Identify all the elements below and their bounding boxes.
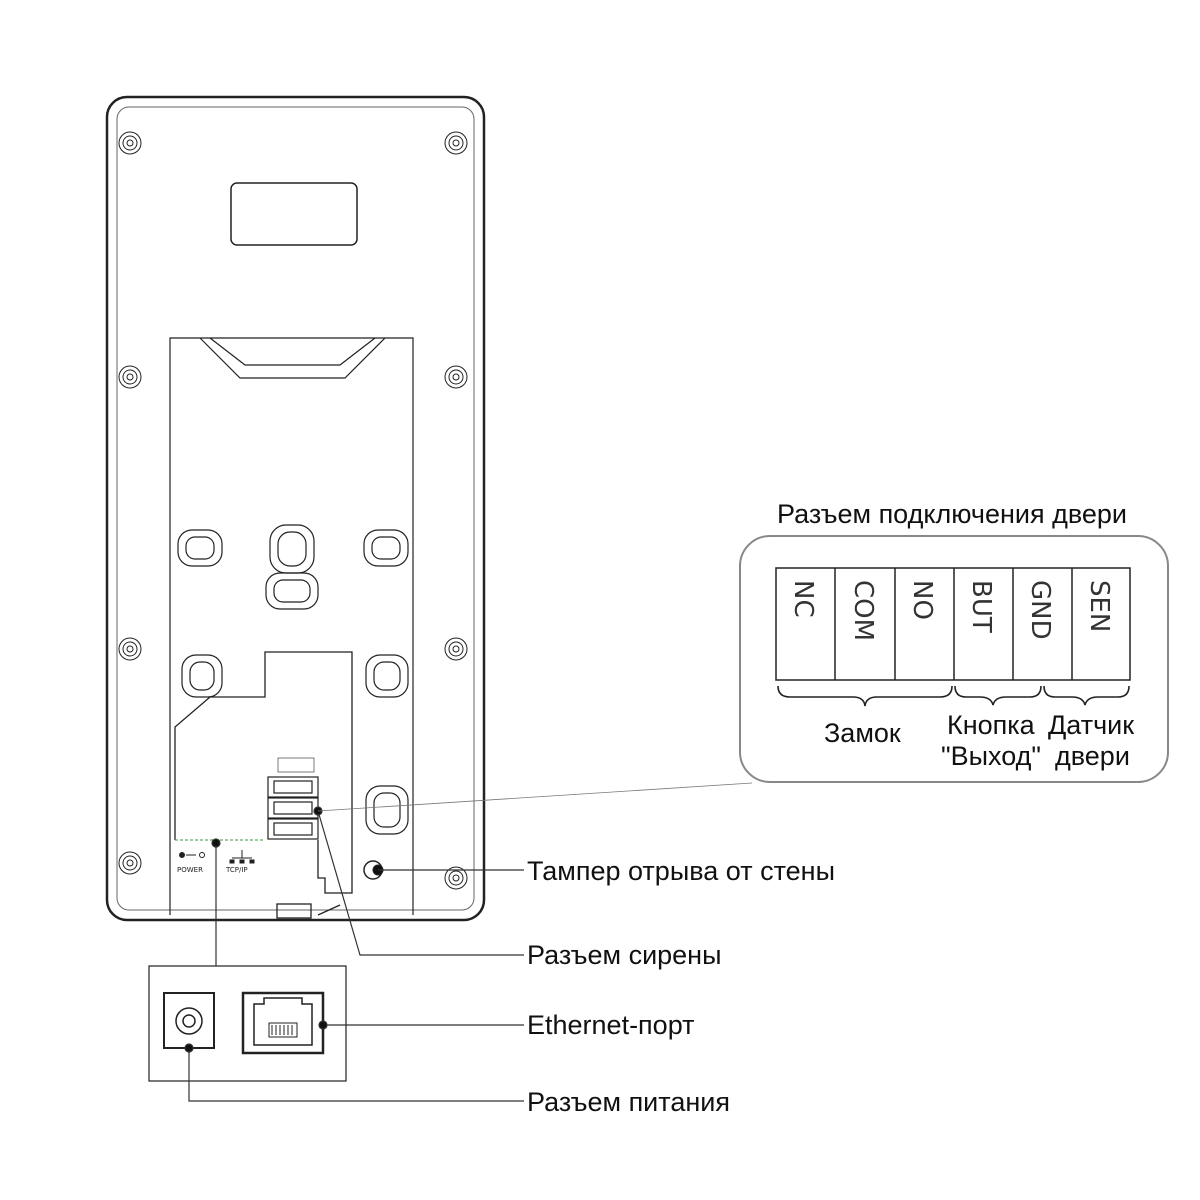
group-braces [777,685,1130,707]
door-sensor-label-line1: Датчик [1048,710,1134,740]
exit-button-label-line1: Кнопка [947,710,1036,740]
pin-but: BUT [966,580,996,633]
lock-group-label: Замок [824,718,901,748]
pin-gnd: GND [1025,580,1055,640]
siren-connector-label: Разъем сирены [527,940,722,970]
terminal-block [775,567,1131,681]
tamper-label: Тампер отрыва от стены [527,856,835,886]
port-detail-box [148,965,347,1082]
pin-sen: SEN [1084,580,1114,632]
power-connector-label: Разъем питания [527,1087,730,1117]
board-connectors [267,757,319,840]
ethernet-port-label: Ethernet-порт [527,1010,694,1040]
pin-com: COM [848,580,878,641]
pin-nc: NC [788,580,818,618]
door-connector-box [739,535,1169,783]
screw-hole-icon [118,851,142,875]
screw-hole-icon [444,866,468,890]
door-sensor-label-line2: двери [1055,741,1130,771]
screw-hole-icon [118,365,142,389]
pin-no: NO [907,580,937,620]
power-board-label: POWER [177,866,203,874]
screw-hole-icon [118,637,142,661]
screw-holes [118,131,468,890]
exit-button-label-line2: "Выход" [941,741,1041,771]
board-legends: POWER TCP/IP [177,850,255,874]
leader-lines [184,782,753,1102]
screw-hole-icon [118,131,142,155]
tcpip-board-label: TCP/IP [225,866,248,874]
connector-area [174,651,353,919]
screw-hole-icon [444,131,468,155]
screw-hole-icon [444,637,468,661]
label-window [230,182,358,246]
screw-hole-icon [444,365,468,389]
mounting-plate [169,337,414,915]
device-back-panel [105,95,486,922]
door-connector-title: Разъем подключения двери [777,499,1127,529]
